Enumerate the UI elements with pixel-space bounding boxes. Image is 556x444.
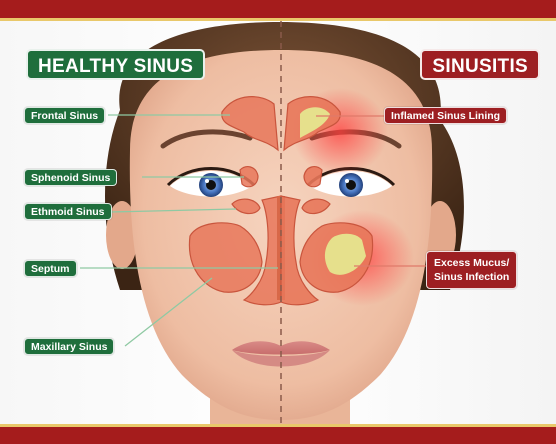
top-frame-band xyxy=(0,0,556,18)
excess-mucus-line1: Excess Mucus/ xyxy=(434,256,509,270)
frontal-sinus-label: Frontal Sinus xyxy=(24,107,105,124)
bottom-frame-gold-line xyxy=(0,424,556,427)
sinusitis-title: SINUSITIS xyxy=(420,49,540,80)
sphenoid-sinus-label: Sphenoid Sinus xyxy=(24,169,117,186)
ethmoid-sinus-label: Ethmoid Sinus xyxy=(24,203,112,220)
bottom-frame-band xyxy=(0,427,556,444)
inflamed-sinus-lining-label: Inflamed Sinus Lining xyxy=(384,107,507,124)
maxillary-sinus-label: Maxillary Sinus xyxy=(24,338,114,355)
excess-mucus-line2: Sinus Infection xyxy=(434,270,509,284)
excess-mucus-label: Excess Mucus/ Sinus Infection xyxy=(426,251,517,289)
inflamed-sphenoid-sinus xyxy=(304,167,322,187)
healthy-sinus-title: HEALTHY SINUS xyxy=(26,49,205,80)
septum-label: Septum xyxy=(24,260,77,277)
top-frame-gold-line xyxy=(0,18,556,21)
